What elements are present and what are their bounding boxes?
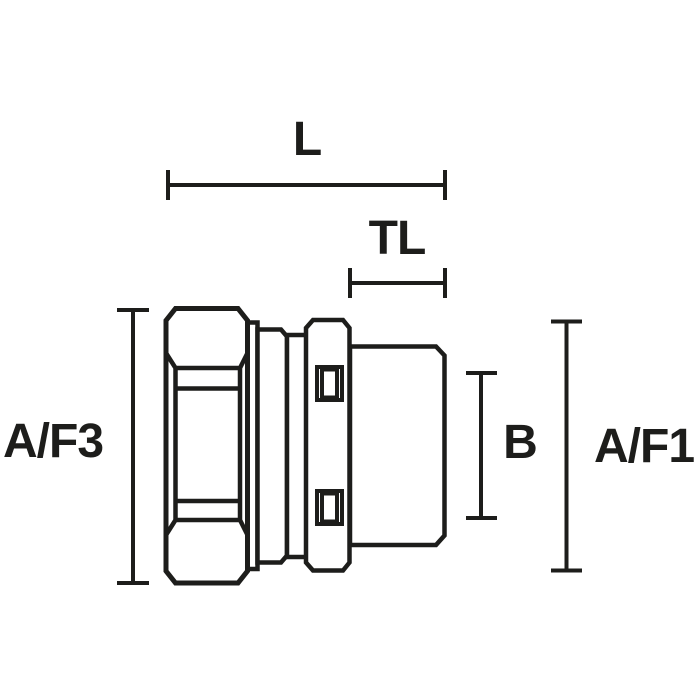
dimension-label-AF3: A/F3 <box>2 415 104 468</box>
thread-cylinder <box>347 344 447 548</box>
fitting-body <box>163 306 447 586</box>
dimension-label-B: B <box>503 416 538 469</box>
hex-facet-lines <box>164 351 250 537</box>
dimension-line-TL <box>348 268 447 298</box>
dimension-line-L <box>166 170 447 200</box>
dimension-label-AF1: A/F1 <box>593 420 695 473</box>
clip-tab-upper-inner <box>320 367 339 400</box>
lock-collar <box>303 317 352 573</box>
dimension-label-TL: TL <box>368 212 427 265</box>
dimension-line-AF3 <box>117 308 149 585</box>
dimension-label-L: L <box>292 113 322 166</box>
step-ring-2 <box>255 327 290 565</box>
hex-nut-outline <box>163 306 250 586</box>
dimension-line-B <box>466 371 497 520</box>
clip-tab-lower-inner <box>320 491 339 524</box>
dimension-line-AF1 <box>551 319 582 573</box>
